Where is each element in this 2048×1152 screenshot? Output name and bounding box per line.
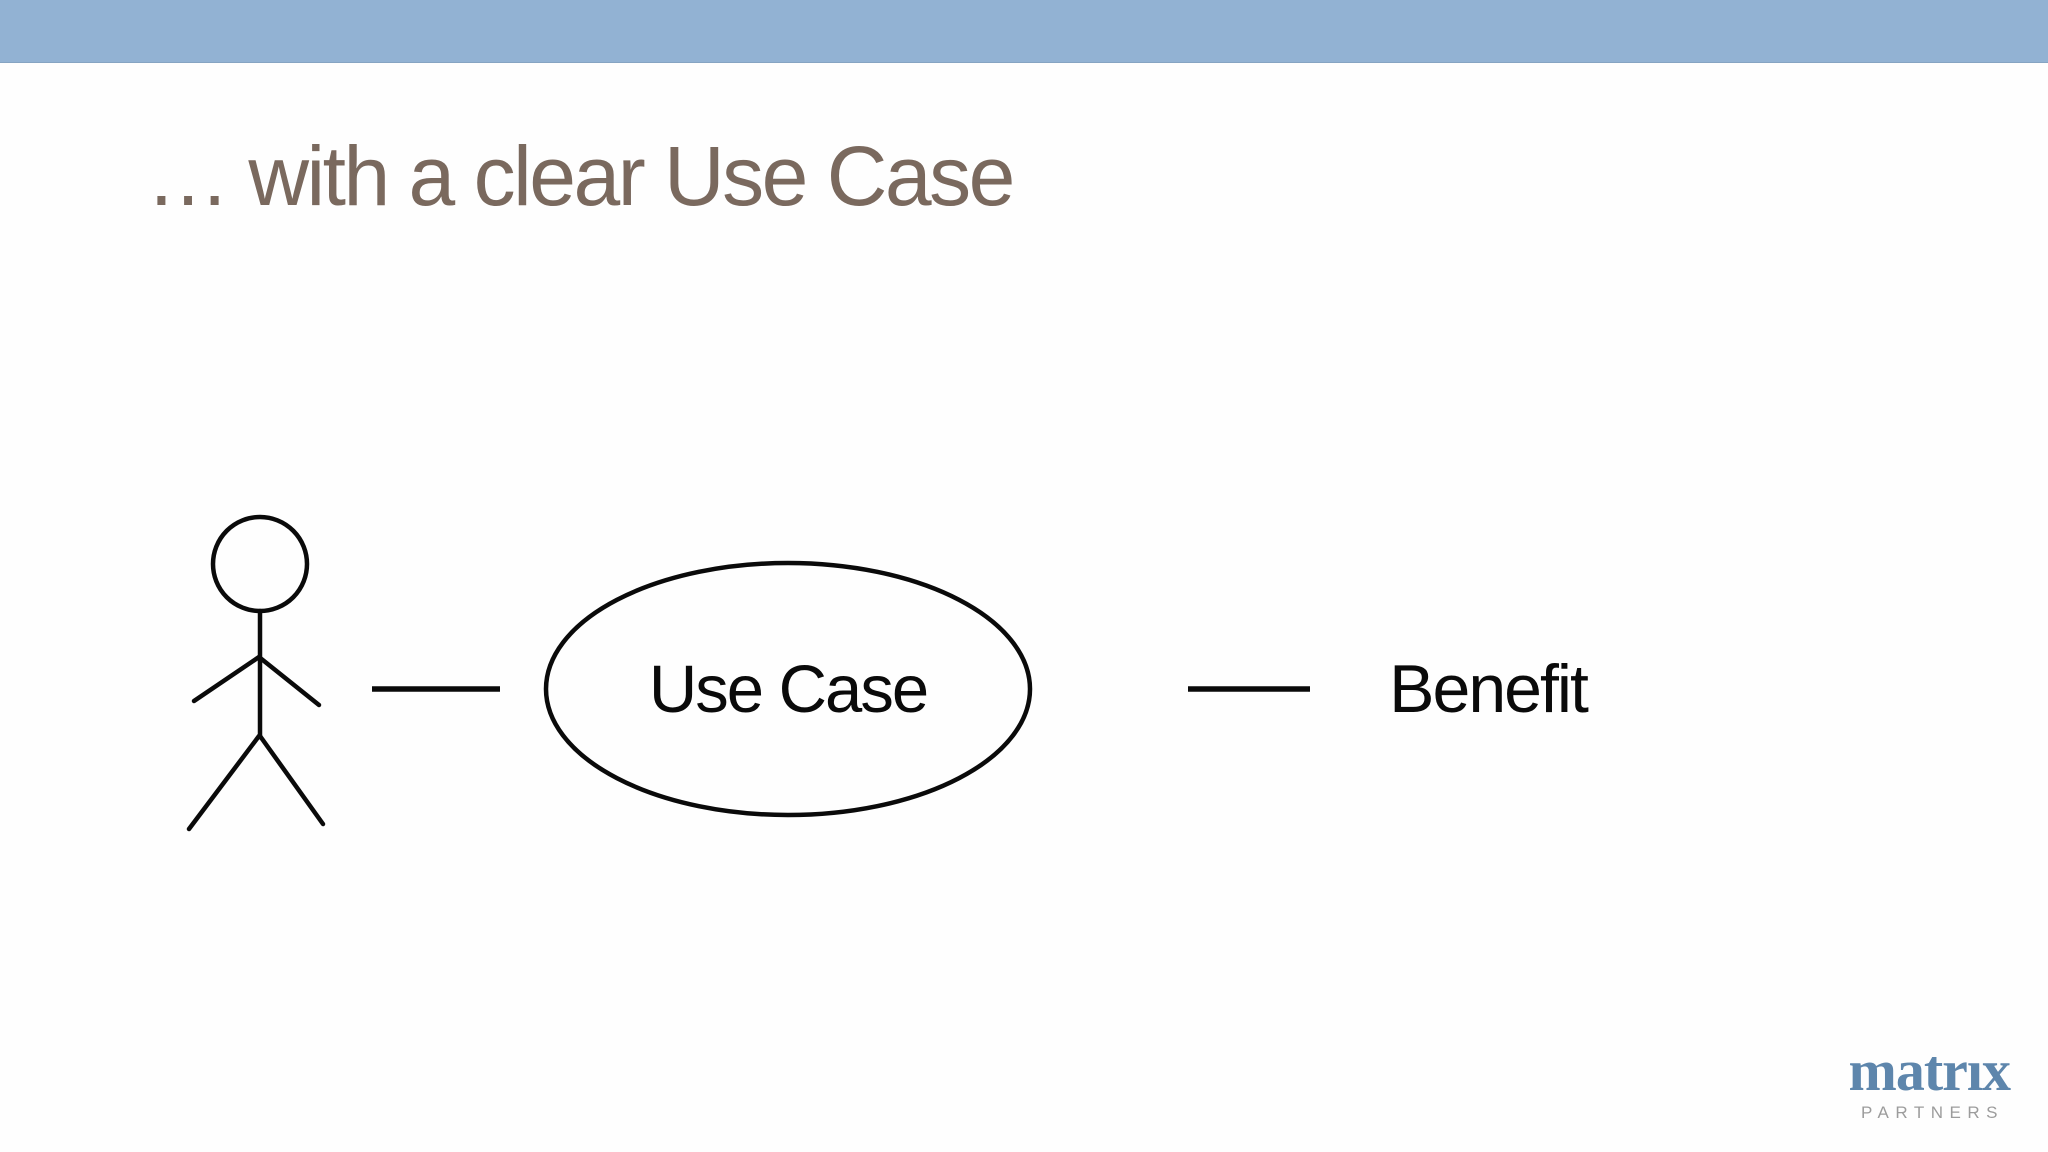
slide-title: … with a clear Use Case [146,129,1015,223]
header-accent-bar [0,0,2048,63]
actor-left-leg [186,733,262,832]
actor-head [210,514,310,614]
matrix-partners-logo: matrıx PARTNERS [1849,1042,2011,1123]
actor-stick-figure-icon [186,514,326,832]
use-case-label: Use Case [648,651,929,727]
actor-right-leg [257,733,326,827]
use-case-ellipse [543,560,1033,818]
logo-subtitle-text: PARTNERS [1860,1103,2004,1122]
logo-brand-text: matrıx [1848,1038,2011,1103]
actor-left-arm [191,654,262,704]
actor-right-arm [256,654,322,708]
benefit-label: Benefit [1389,651,1589,727]
